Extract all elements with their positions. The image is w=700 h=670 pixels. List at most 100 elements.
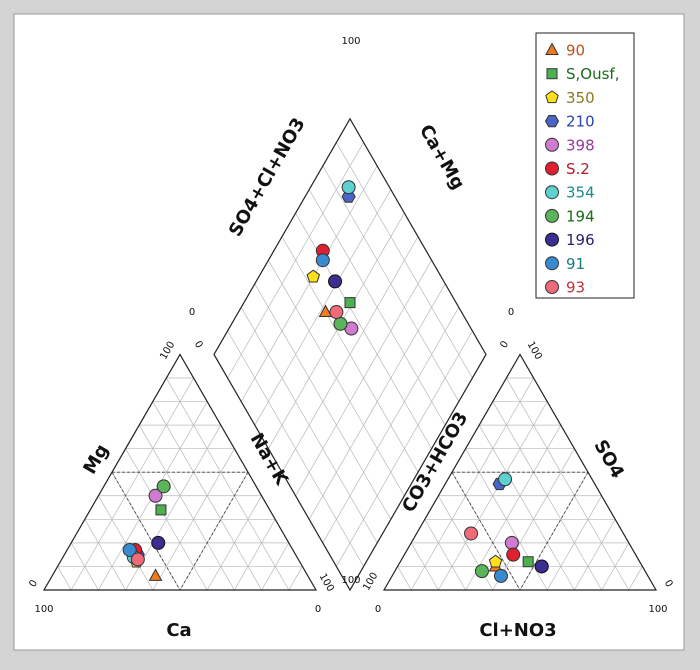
point-90-diamond	[318, 304, 333, 318]
legend-label-5: S.2	[566, 160, 590, 178]
grid-anion	[478, 424, 575, 591]
legend-marker-5	[545, 161, 559, 176]
grid-diamond	[308, 189, 446, 426]
legend-label-3: 210	[566, 113, 595, 131]
tick-anion-co3-0: 0	[498, 339, 511, 350]
point-90-cation	[148, 568, 163, 581]
legend-marker-9	[545, 256, 559, 271]
outline-layer	[42, 117, 658, 592]
grid-cation	[70, 377, 194, 591]
anion-triangle-outline	[382, 353, 658, 591]
grid-anion	[506, 377, 630, 591]
grid-cation-dashed	[111, 471, 181, 591]
point-354-diamond	[341, 180, 356, 195]
point-93-cation	[130, 552, 145, 567]
legend-label-2: 350	[566, 89, 595, 107]
point-194-anion	[474, 564, 489, 579]
grid-cation	[234, 519, 276, 591]
axis-title-cl-no3: Cl+NO3	[479, 620, 556, 641]
point-350-diamond	[306, 269, 321, 283]
cation-triangle-outline	[42, 353, 318, 591]
grid-cation	[70, 542, 99, 591]
grid-anion	[465, 424, 562, 591]
grid-cation	[166, 377, 290, 591]
grid-cation	[261, 542, 290, 591]
legend-marker-2	[545, 90, 559, 104]
grid-layer	[57, 142, 643, 591]
legend-label-0: 90	[566, 42, 585, 60]
legend-label-6: 354	[566, 184, 595, 202]
legend-label-7: 194	[566, 207, 595, 225]
point-S-Ousf-cation	[155, 504, 167, 516]
point-S-2-anion	[506, 547, 521, 562]
legend-marker-0	[545, 42, 559, 55]
grid-diamond	[336, 142, 473, 379]
grid-diamond	[240, 165, 378, 402]
legend-marker-1	[546, 68, 558, 80]
grid-anion	[574, 519, 616, 591]
grid-cation-dashed	[179, 471, 249, 591]
grid-anion	[410, 377, 534, 591]
tick-cation-ca-100: 100	[34, 604, 53, 615]
tick-cation-nak-0: 0	[192, 339, 205, 350]
grid-anion	[546, 495, 602, 591]
point-91-diamond	[315, 253, 330, 268]
tick-anion-cl-0: 0	[375, 604, 381, 615]
point-S-Ousf-diamond	[344, 297, 356, 309]
grid-anion-dashed	[519, 471, 589, 591]
grid-cation	[138, 424, 235, 591]
point-91-cation	[122, 542, 137, 557]
point-194-diamond	[333, 316, 348, 331]
grid-cation	[57, 566, 72, 591]
tick-anion-cl-100: 100	[648, 604, 667, 615]
point-93-anion	[464, 526, 479, 541]
tick-anion-so4-0: 0	[662, 578, 675, 589]
tick-diamond-right: 0	[508, 307, 514, 318]
legend-marker-10	[545, 280, 559, 294]
grid-cation	[98, 495, 154, 591]
tick-cation-ca-0: 0	[315, 604, 321, 615]
grid-cation	[206, 495, 262, 591]
legend-label-4: 398	[566, 136, 595, 154]
point-354-anion	[498, 472, 513, 487]
grid-anion	[628, 566, 643, 591]
legend-marker-6	[545, 185, 559, 200]
point-93-diamond	[329, 305, 344, 320]
grid-anion	[424, 519, 466, 591]
tick-diamond-top: 100	[341, 36, 360, 47]
grid-anion-dashed	[451, 471, 521, 591]
legend-marker-4	[545, 137, 559, 152]
grid-anion	[397, 566, 412, 591]
legend-marker-8	[545, 232, 559, 247]
points-layer	[122, 180, 549, 583]
point-194-cation	[156, 479, 171, 494]
tick-cation-mg-0: 0	[27, 578, 40, 589]
grid-anion	[410, 542, 439, 591]
grid-anion	[601, 542, 630, 591]
legend-marker-7	[545, 208, 559, 223]
legend-label-8: 196	[566, 231, 595, 249]
tick-diamond-bottom: 100	[341, 575, 360, 586]
point-196-cation	[151, 535, 166, 550]
point-91-anion	[493, 568, 508, 583]
diamond-outline	[213, 117, 487, 592]
tick-diamond-left: 0	[189, 307, 195, 318]
point-196-diamond	[328, 274, 343, 289]
point-398-cation	[148, 488, 163, 503]
point-350-anion	[488, 554, 503, 568]
grid-diamond	[268, 212, 405, 449]
point-196-anion	[534, 559, 549, 574]
legend-label-10: 93	[566, 279, 585, 297]
grid-diamond	[322, 165, 460, 402]
grid-diamond	[281, 236, 419, 473]
grid-cation	[288, 566, 303, 591]
point-S-Ousf-anion	[522, 556, 534, 568]
grid-diamond	[254, 189, 392, 426]
grid-cation	[84, 519, 126, 591]
grid-diamond	[227, 142, 364, 379]
legend-marker-3	[544, 114, 560, 128]
